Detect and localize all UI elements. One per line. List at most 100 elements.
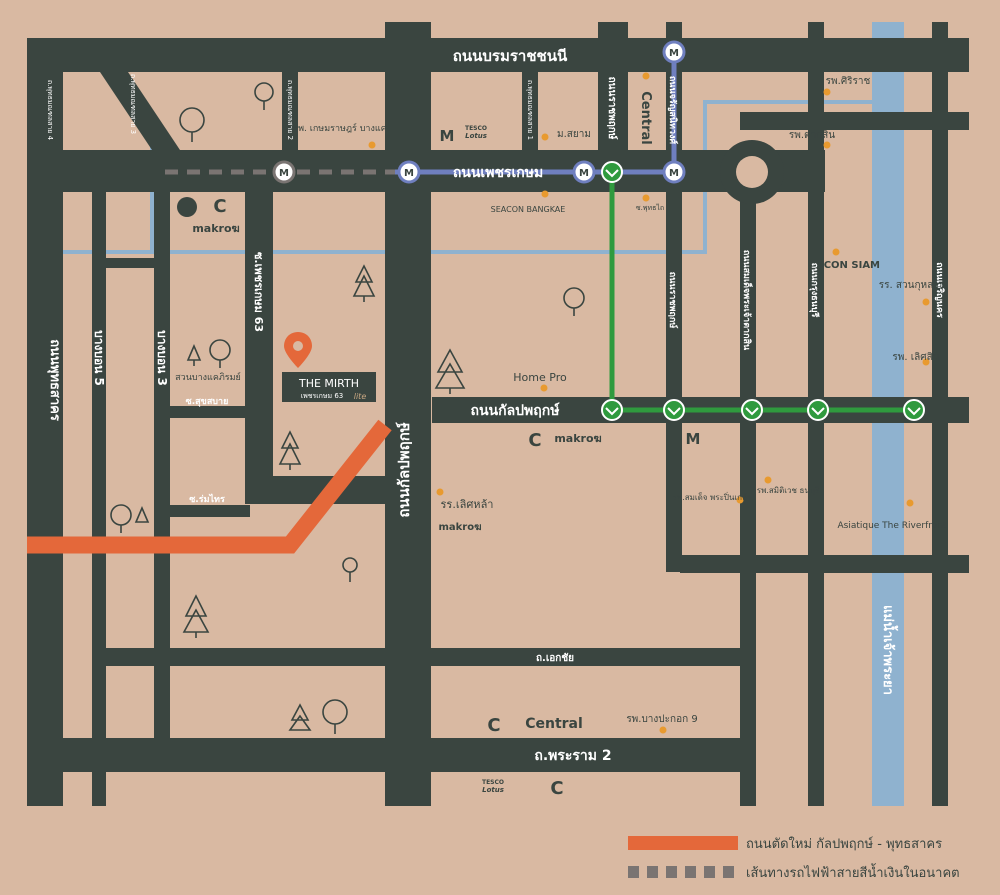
label-soi-romsai: ซ.ร่มไทร: [189, 493, 225, 505]
svg-text:M: M: [404, 168, 414, 179]
mrt-station-icon[interactable]: M: [272, 160, 296, 184]
poi-lerdsin: รพ. เลิศสิน: [892, 352, 939, 363]
roundabout-center: [736, 156, 768, 188]
label-road-phetkasem: ถนนเพชรเกษม: [453, 165, 543, 181]
bts-station-icon[interactable]: [741, 399, 763, 421]
label-road-rama2: ถ.พระราม 2: [534, 748, 611, 764]
makro-logo: makroฆ: [192, 222, 239, 235]
legend-swatch-new-road: [628, 836, 738, 850]
bigc-logo: C: [550, 778, 563, 799]
tesco-logo-line1: TESCO: [482, 779, 504, 786]
road-upper-v: [808, 22, 824, 152]
label-road-ratchaphruek: ถนนราชพฤกษ์: [606, 77, 618, 140]
label-phutthamonthon3: ถ.พุทธมณฑลสาย 3: [129, 74, 137, 134]
tree-icon: [322, 699, 348, 734]
tesco-logo-line2: Lotus: [482, 786, 504, 794]
road-somdet: [740, 192, 756, 806]
poi-samitivej: รพ.สมิติเวช ธนบุรี: [757, 486, 820, 495]
project-name: THE MIRTH: [298, 377, 359, 390]
label-phutthamonthon2: ถ.พุทธมณฑลสาย 2: [286, 80, 294, 140]
park-badge-icon: [177, 197, 197, 217]
road-soi-suksabai: [154, 406, 250, 418]
mrt-station-icon[interactable]: M: [397, 160, 421, 184]
road-charoen-nakhon: [932, 22, 948, 806]
road-lower-h: [680, 555, 969, 573]
poi-kasemrad: รพ. เกษมราษฎร์ บางแค: [293, 122, 386, 134]
mrt-station-icon[interactable]: M: [572, 160, 596, 184]
poi-siriraj: รพ.ศิริราช: [826, 76, 871, 87]
tree-icon: [179, 107, 205, 142]
tree-icon: [182, 594, 210, 638]
location-pin-icon[interactable]: [284, 332, 312, 368]
poi-park: สวนบางแคภิรมย์: [175, 371, 241, 383]
label-road-charan: ถนนจรัญสนิทวงศ์: [667, 76, 679, 145]
tree-icon: [352, 264, 376, 302]
mrt-stations: M M M M M: [272, 40, 686, 184]
label-road-somdet: ถนนสมเด็จพระเจ้าตากสิน: [741, 250, 754, 351]
tree-icon: [110, 504, 132, 533]
svg-text:M: M: [579, 168, 589, 179]
bts-station-icon[interactable]: [601, 161, 623, 183]
legend: ถนนตัดใหม่ กัลปพฤกษ์ - พุทธสาคร เส้นทางร…: [628, 836, 960, 881]
svg-text:M: M: [669, 168, 679, 179]
label-road-charoen-nakhon: ถนนเจริญนคร: [934, 262, 945, 318]
road-krung-thon: [808, 192, 824, 806]
poi-lertla: รร.เลิศหล้า: [441, 498, 494, 511]
mrt-station-icon[interactable]: M: [662, 160, 686, 184]
road-phuttha-sakhon: [27, 72, 63, 806]
tree-icon: [134, 505, 150, 523]
project-sub: เพชรเกษม 63: [301, 392, 344, 400]
road-ratchaphruek2: [666, 192, 682, 572]
bts-station-icon[interactable]: [663, 399, 685, 421]
tree-icon: [209, 339, 231, 368]
m-logo: M: [440, 127, 455, 145]
poi-bangpakok: รพ.บางปะกอก 9: [626, 714, 697, 725]
label-road-krung-thon: ถนนกรุงธนบุรี: [809, 263, 820, 318]
tree-icon: [563, 287, 585, 316]
legend-new-road: ถนนตัดใหม่ กัลปพฤกษ์ - พุทธสาคร: [746, 836, 942, 852]
tesco-logo-line2: Lotus: [465, 132, 487, 140]
tree-icon: [254, 82, 274, 110]
m-logo: M: [686, 430, 701, 448]
road-soi-romsai: [154, 505, 250, 517]
bigc-logo: C: [528, 430, 541, 451]
label-road-kanlapaphruek: ถนนกัลปพฤกษ์: [471, 402, 560, 419]
poi-suankularb: รร. สวนกุหลาบ: [879, 280, 945, 291]
trees: [110, 82, 585, 734]
label-road-kanlapaphruek-vertical: ถนนกัลปพฤกษ์: [395, 422, 413, 518]
label-soi-suksabai: ซ.สุขสบาย: [186, 397, 229, 407]
tree-icon: [288, 703, 312, 731]
label-phutthamonthon4: ถ.พุทธมณฑลสาย 4: [46, 80, 54, 141]
makro-logo: makroฆ: [554, 432, 601, 445]
svg-text:M: M: [669, 48, 679, 59]
label-chao-phraya-river: แม่น้ำเจ้าพระยา: [880, 605, 899, 695]
bts-stations: [601, 161, 925, 421]
road-soi-phetkasem63: [245, 192, 273, 504]
road-phutthamonthon1: [522, 72, 538, 150]
label-road-bang-bon3: บางบอน 3: [155, 330, 169, 386]
label-road-borommaratchachonnani: ถนนบรมราชชนนี: [453, 47, 568, 65]
label-road-ekkachai: ถ.เอกชัย: [536, 652, 574, 664]
label-road-ratchaphruek2: ถนนราชพฤกษ์: [667, 272, 679, 329]
new-road-orange: [27, 419, 392, 554]
road-bang-bon5: [92, 192, 106, 806]
poi-seacon: SEACON BANGKAE: [491, 205, 566, 214]
poi-central-bottom: Central: [525, 716, 583, 732]
label-road-phuttha-sakhon: ถนนพุทธสาคร: [47, 339, 62, 421]
bts-station-icon[interactable]: [807, 399, 829, 421]
tree-icon: [434, 348, 466, 394]
project-script: lite: [354, 392, 367, 401]
poi-siam: ม.สยาม: [557, 129, 591, 140]
bigc-logo: C: [487, 715, 500, 736]
road-charan-top: [740, 112, 969, 130]
bts-station-icon[interactable]: [601, 399, 623, 421]
bts-station-icon[interactable]: [903, 399, 925, 421]
poi-central-top: Central: [638, 91, 653, 144]
project-label[interactable]: THE MIRTH เพชรเกษม 63 lite: [282, 372, 376, 402]
mrt-station-icon[interactable]: M: [662, 40, 686, 64]
tree-icon: [186, 343, 202, 366]
road-bang-bon3: [154, 192, 170, 742]
road-diagonal: [100, 72, 180, 150]
label-road-bang-bon5: บางบอน 5: [92, 330, 106, 386]
